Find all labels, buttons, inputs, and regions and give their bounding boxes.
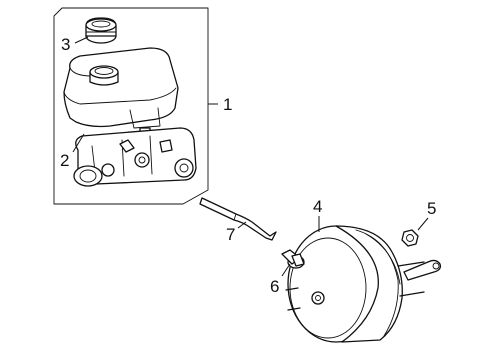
callout-1: 1 — [223, 95, 232, 114]
master-cylinder-part — [73, 127, 197, 187]
callout-6: 6 — [270, 277, 279, 296]
leader-3 — [74, 36, 89, 44]
assembly-frame — [53, 7, 218, 205]
callout-5: 5 — [427, 199, 436, 218]
leader-2 — [72, 133, 85, 153]
leader-6 — [281, 263, 291, 277]
vacuum-hose-part — [199, 197, 277, 241]
leader-7 — [237, 221, 247, 229]
brake-booster-part — [285, 225, 442, 343]
callout-2: 2 — [60, 151, 69, 170]
leader-5 — [417, 217, 429, 231]
callout-7: 7 — [226, 225, 235, 244]
reservoir-cap-part — [85, 17, 117, 44]
callout-3: 3 — [61, 35, 70, 54]
check-valve-part — [281, 249, 305, 267]
reservoir-part — [63, 47, 179, 141]
callout-4: 4 — [313, 197, 322, 216]
booster-nut-part — [401, 229, 419, 247]
